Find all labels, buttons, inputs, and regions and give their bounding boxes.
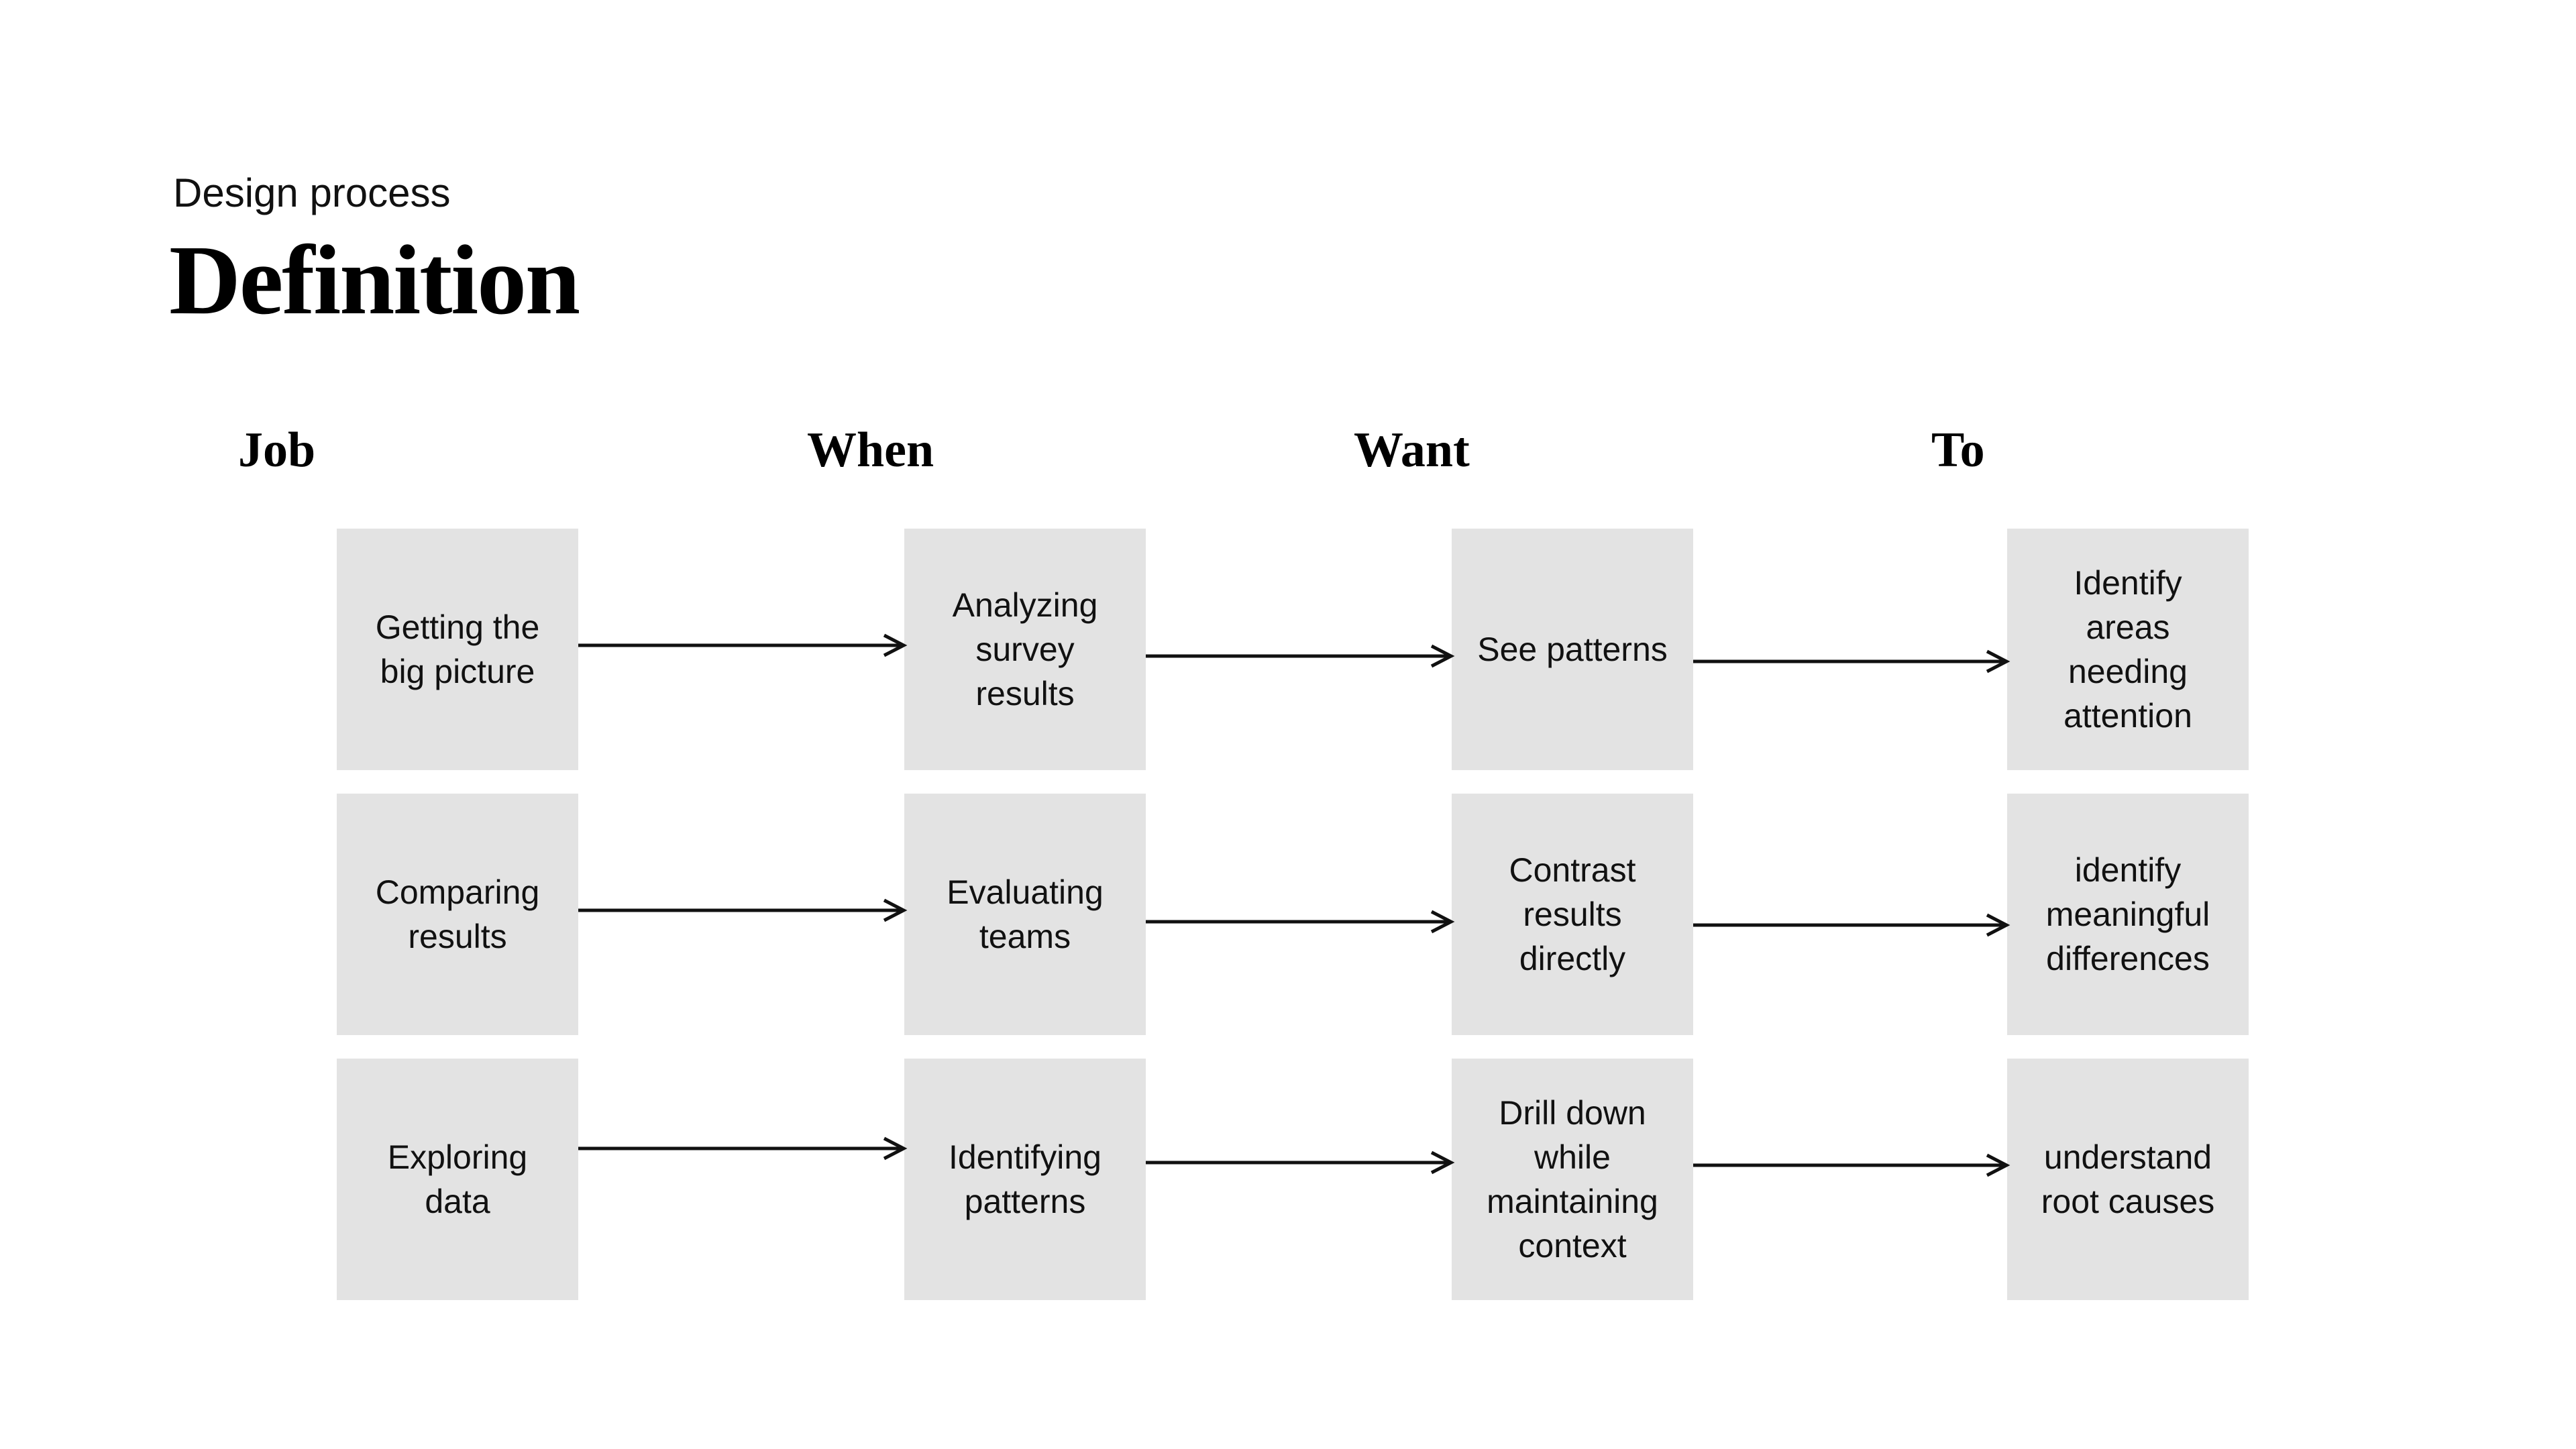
matrix-cell: Identifying patterns [904, 1059, 1146, 1300]
matrix-cell: Identify areas needing attention [2007, 529, 2249, 770]
matrix-cell: identify meaningful differences [2007, 794, 2249, 1035]
flow-arrow [1146, 644, 1455, 668]
flow-arrow [578, 898, 908, 922]
slide-title: Definition [169, 225, 580, 335]
flow-arrow [578, 633, 908, 657]
flow-arrow [1146, 1150, 1455, 1175]
matrix-cell: Analyzing survey results [904, 529, 1146, 770]
matrix-cell: Exploring data [337, 1059, 578, 1300]
matrix-cell: Comparing results [337, 794, 578, 1035]
flow-arrow [1693, 913, 2010, 937]
column-header-want: Want [1354, 423, 1470, 478]
slide-eyebrow: Design process [173, 170, 451, 215]
column-header-to: To [1931, 423, 1985, 478]
column-header-job: Job [238, 423, 316, 478]
matrix-cell: Drill down while maintaining context [1452, 1059, 1693, 1300]
matrix-cell: Contrast results directly [1452, 794, 1693, 1035]
flow-arrow [1693, 1153, 2010, 1177]
flow-arrow [1146, 910, 1455, 934]
matrix-cell: Evaluating teams [904, 794, 1146, 1035]
matrix-cell: See patterns [1452, 529, 1693, 770]
column-header-when: When [807, 423, 934, 478]
flow-arrow [1693, 649, 2010, 674]
flow-arrow [578, 1136, 908, 1161]
matrix-cell: understand root causes [2007, 1059, 2249, 1300]
matrix-cell: Getting the big picture [337, 529, 578, 770]
